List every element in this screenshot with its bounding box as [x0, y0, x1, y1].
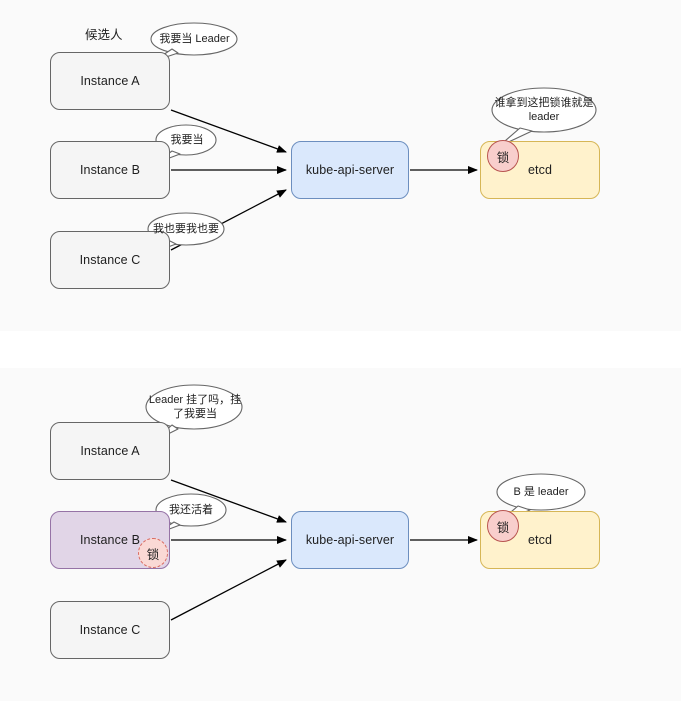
bubble-text-instance-b-top: 我要当 [170, 134, 204, 146]
node-instance-c-bottom[interactable]: Instance C [50, 601, 170, 659]
candidates-label: 候选人 [85, 28, 123, 42]
lock-icon-etcd-top: 锁 [487, 140, 519, 172]
node-kube-api-server-bottom[interactable]: kube-api-server [291, 511, 409, 569]
bubble-text-etcd-bottom: B 是 leader [513, 486, 569, 498]
node-instance-b-top[interactable]: Instance B [50, 141, 170, 199]
bubble-text-instance-a-top: 我要当 Leader [159, 33, 230, 45]
node-instance-c-top[interactable]: Instance C [50, 231, 170, 289]
bubble-text-instance-c-top: 我也要我也要 [153, 223, 219, 235]
lock-icon-instance-b-bottom: 锁 [138, 538, 168, 568]
node-kube-api-server-top[interactable]: kube-api-server [291, 141, 409, 199]
bubble-text-etcd-top: 谁拿到这把锁谁就是 leader [494, 97, 594, 123]
node-instance-a-bottom[interactable]: Instance A [50, 422, 170, 480]
node-instance-a-top[interactable]: Instance A [50, 52, 170, 110]
bubble-text-instance-a-bottom: Leader 挂了吗，挂 了我要当 [148, 394, 242, 420]
lock-icon-etcd-bottom: 锁 [487, 510, 519, 542]
bubble-text-instance-b-bottom: 我还活着 [169, 504, 213, 516]
